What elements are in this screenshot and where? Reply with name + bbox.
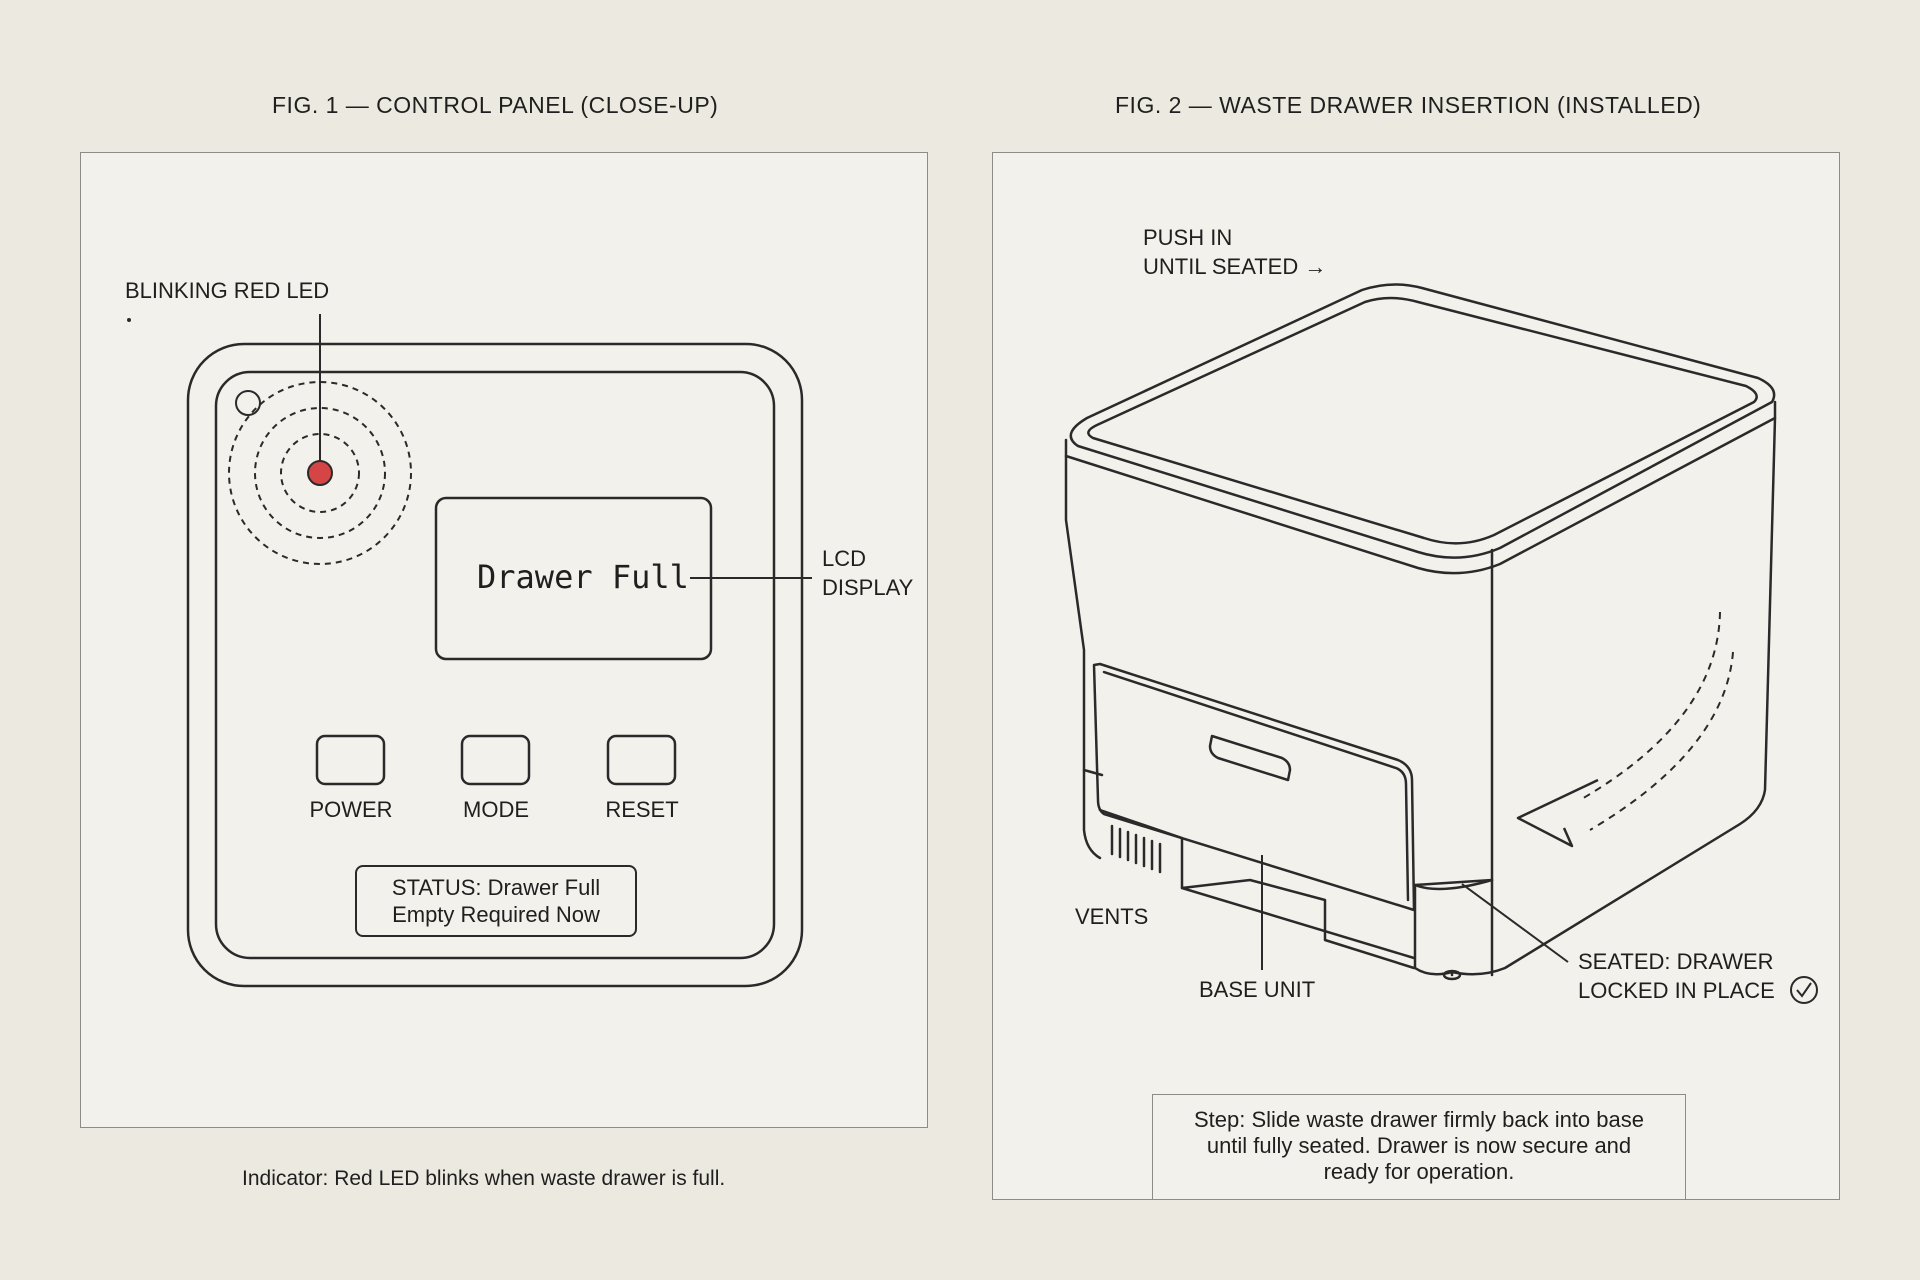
figure-2-title: FIG. 2 — WASTE DRAWER INSERTION (INSTALL… — [1115, 92, 1702, 118]
device-inner-frame — [214, 370, 776, 960]
instruction-step-box: Step: Slide waste drawer firmly back int… — [1152, 1094, 1686, 1199]
lid-outer — [1069, 283, 1776, 559]
status-line-2: Empty Required Now — [392, 902, 600, 927]
push-in-label-line1: PUSH IN — [1143, 225, 1233, 250]
status-line-1: STATUS: Drawer Full — [391, 875, 601, 900]
led-ring-middle — [254, 407, 386, 539]
drawer-front — [1092, 662, 1416, 912]
vents-icon — [1110, 824, 1162, 874]
drawer-handle-icon — [1208, 734, 1292, 782]
reset-button-label: RESET — [605, 797, 679, 822]
mode-button-shape — [460, 734, 531, 786]
power-button-shape — [315, 734, 386, 786]
lcd-display-label-line1: LCD — [822, 546, 867, 571]
reset-button-shape — [606, 734, 677, 786]
body-left-edge — [1064, 454, 1102, 860]
base-unit-label: BASE UNIT — [1199, 977, 1316, 1002]
seated-label-line1: SEATED: DRAWER — [1578, 949, 1774, 974]
led-ring-outer — [228, 381, 412, 565]
seated-label-line2: LOCKED IN PLACE — [1578, 978, 1775, 1003]
lcd-display-text: Drawer Full — [477, 558, 689, 596]
insertion-arrow-curve — [1579, 611, 1721, 801]
step-line-1: Step: Slide waste drawer firmly back int… — [1194, 1107, 1644, 1132]
mode-button-label: MODE — [463, 797, 529, 822]
power-button-label: POWER — [309, 797, 393, 822]
figure-1-title: FIG. 1 — CONTROL PANEL (CLOSE-UP) — [272, 92, 719, 118]
screw-hole-icon — [235, 390, 261, 416]
figure-1-caption: Indicator: Red LED blinks when waste dra… — [242, 1167, 726, 1190]
led-ring-inner — [280, 433, 360, 513]
push-in-label-line2: UNTIL SEATED → — [1143, 254, 1327, 279]
step-line-3: ready for operation. — [1323, 1159, 1515, 1184]
device-outer-frame — [186, 342, 804, 988]
vents-label: VENTS — [1075, 904, 1149, 929]
insertion-arrow-head — [1516, 778, 1599, 848]
figure-1-panel — [80, 152, 928, 1128]
blinking-red-led-label: BLINKING RED LED — [125, 278, 330, 303]
step-line-2: until fully seated. Drawer is now secure… — [1206, 1133, 1632, 1158]
lcd-display-label-line2: DISPLAY — [822, 575, 914, 600]
status-message-box: STATUS: Drawer Full Empty Required Now — [355, 865, 637, 937]
lid-inner — [1087, 296, 1758, 545]
check-circle-icon — [1790, 976, 1818, 1004]
red-led-indicator — [307, 460, 333, 486]
body-right-edge — [1450, 416, 1777, 976]
